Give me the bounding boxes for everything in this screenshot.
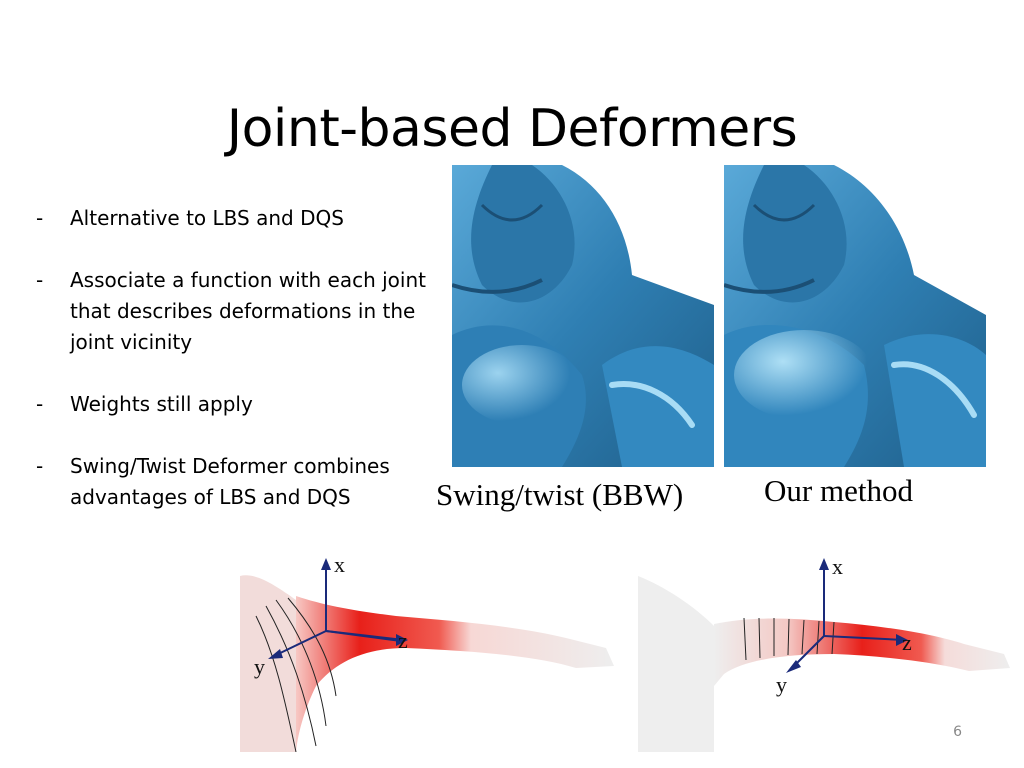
bullet-dash: -	[36, 206, 44, 230]
page-number: 6	[953, 724, 962, 740]
axis-y-label: y	[254, 654, 265, 679]
bullet-item: - Associate a function with each joint t…	[36, 265, 436, 358]
bullet-text: Associate a function with each joint tha…	[70, 268, 426, 354]
our-method-caption: Our method	[764, 473, 913, 508]
bullet-dash: -	[36, 392, 44, 416]
swing-twist-arm-figure: x z y	[240, 556, 614, 752]
bullet-item: - Swing/Twist Deformer combines advantag…	[36, 451, 436, 513]
our-method-render-image	[724, 165, 986, 467]
bullet-item: - Weights still apply	[36, 389, 436, 420]
axis-x-label: x	[832, 556, 843, 579]
bullet-dash: -	[36, 268, 44, 292]
bullet-text: Alternative to LBS and DQS	[70, 206, 344, 230]
bullet-dash: -	[36, 454, 44, 478]
slide-title: Joint-based Deformers	[226, 98, 798, 159]
axis-z-label: z	[398, 628, 408, 653]
axis-x-label: x	[334, 556, 345, 577]
bullet-list: - Alternative to LBS and DQS - Associate…	[36, 203, 436, 544]
bbw-caption: Swing/twist (BBW)	[436, 477, 684, 512]
bullet-text: Weights still apply	[70, 392, 253, 416]
axis-y-label: y	[776, 672, 787, 697]
bullet-text: Swing/Twist Deformer combines advantages…	[70, 454, 390, 509]
bullet-item: - Alternative to LBS and DQS	[36, 203, 436, 234]
our-method-arm-figure: x z y	[638, 556, 1010, 752]
bbw-render-image	[452, 165, 714, 467]
axis-z-label: z	[902, 630, 912, 655]
